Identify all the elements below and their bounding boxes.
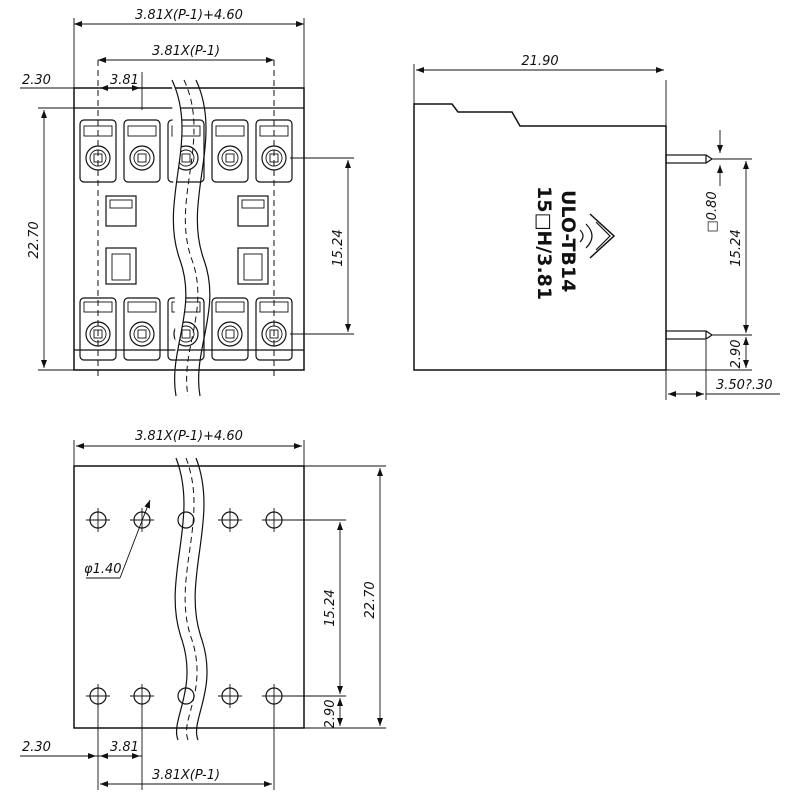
break-line [174, 457, 188, 741]
bottom-dim-pitch: 3.81 [110, 740, 139, 755]
bottom-view: φ1.40 3.81X(P-1)+4.60 15.24 2.90 22.70 2… [20, 429, 386, 790]
break-line [171, 79, 187, 397]
pcb-hole [177, 511, 195, 529]
top-dim-height: 22.70 [27, 221, 42, 258]
terminal [123, 297, 161, 361]
latches [105, 195, 269, 285]
side-body-outline [413, 103, 667, 371]
brand-logo [579, 213, 616, 259]
bottom-dim-row-spacing: 15.24 [323, 589, 338, 626]
bottom-dim-overall-width: 3.81X(P-1)+4.60 [135, 429, 243, 444]
top-dim-row-spacing: 15.24 [331, 229, 346, 266]
top-dim-pitch-span: 3.81X(P-1) [152, 44, 220, 59]
side-dim-depth: 21.90 [521, 54, 558, 69]
bottom-dim-height: 22.70 [363, 581, 378, 618]
top-dim-pitch: 3.81 [110, 73, 139, 88]
side-dim-pin-spacing: 15.24 [729, 229, 744, 266]
bottom-dim-pin-offset: 2.90 [323, 700, 338, 729]
pins [665, 154, 714, 340]
top-view: 3.81X(P-1)+4.60 3.81X(P-1) 2.30 3.81 22.… [20, 8, 354, 397]
product-label-line1: ULO-TB14 [557, 190, 579, 292]
side-dim-pin-length: 3.50?.30 [716, 378, 773, 393]
bottom-dim-pitch-span: 3.81X(P-1) [152, 768, 220, 783]
top-dim-overall-width: 3.81X(P-1)+4.60 [135, 8, 243, 23]
bottom-dim-hole: φ1.40 [84, 562, 122, 577]
terminal [211, 119, 249, 183]
product-label-line2: 15□H/3.81 [533, 186, 555, 300]
top-dim-edge: 2.30 [22, 73, 51, 88]
side-dim-pin-offset: 2.90 [729, 340, 744, 369]
terminal [211, 297, 249, 361]
side-dim-pin-square: □0.80 [705, 191, 720, 232]
side-view: ULO-TB14 15□H/3.81 21.90 □0.80 15.24 2.9… [413, 54, 780, 400]
bottom-dim-edge: 2.30 [22, 740, 51, 755]
terminal [123, 119, 161, 183]
bottom-body-outline [73, 465, 305, 729]
